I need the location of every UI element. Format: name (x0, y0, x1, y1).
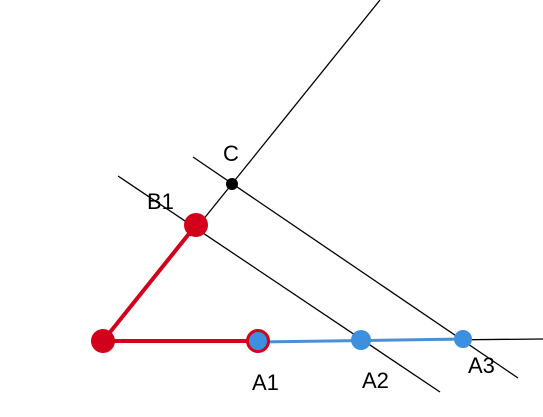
point-a2[interactable] (351, 330, 371, 350)
point-b1[interactable] (184, 213, 208, 237)
red-segment-origin-b1 (101, 223, 198, 343)
line-b1-a2 (117, 175, 441, 393)
label-a1: A1 (252, 370, 279, 395)
label-a3: A3 (468, 353, 495, 378)
point-origin[interactable] (91, 329, 115, 353)
point-c[interactable] (226, 178, 238, 190)
point-a1[interactable] (249, 332, 267, 350)
point-a3[interactable] (454, 330, 472, 348)
ray-through-b1-c (189, 0, 381, 237)
label-a2: A2 (362, 368, 389, 393)
label-c: C (223, 141, 239, 166)
label-b1: B1 (147, 189, 174, 214)
